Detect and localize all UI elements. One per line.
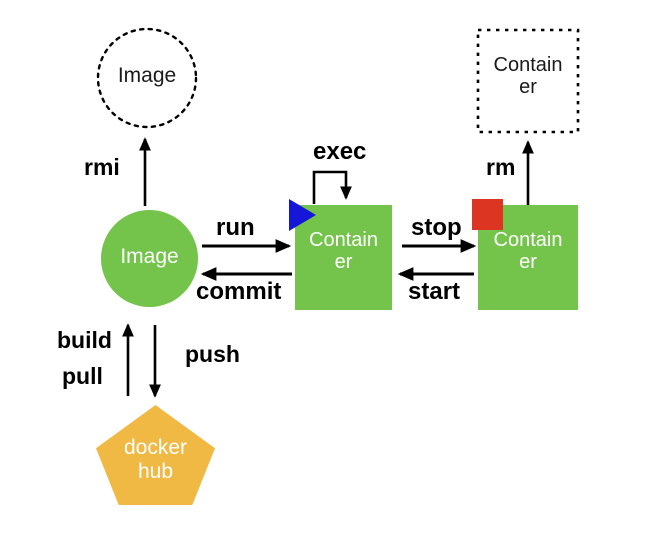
node-container-removed-shape <box>476 28 580 134</box>
node-container-stopped-label: Contain er <box>493 229 563 274</box>
edge-exec-path <box>312 170 352 204</box>
edge-label-rm: rm <box>486 154 516 180</box>
node-container-running-label: Contain er <box>309 229 378 274</box>
node-container-running-shape <box>295 205 392 310</box>
edge-label-stop: stop <box>411 214 462 241</box>
edge-label-pull: pull <box>62 363 103 389</box>
node-docker-hub-shape <box>96 405 215 505</box>
node-docker-hub-label: docker hub <box>123 436 188 483</box>
edge-label-run: run <box>216 214 255 241</box>
node-image-shape <box>101 210 198 307</box>
stop-square-icon <box>472 199 503 230</box>
edge-label-build: build <box>57 327 112 353</box>
node-image-label: Image <box>120 245 179 268</box>
edge-label-rmi: rmi <box>84 154 120 180</box>
edge-label-commit: commit <box>196 278 282 305</box>
edge-label-exec: exec <box>313 138 367 165</box>
node-container-removed-label: Contain er <box>493 54 563 99</box>
play-triangle-icon <box>289 199 316 231</box>
node-image-deleted-shape <box>96 27 198 129</box>
edge-label-start: start <box>408 278 461 305</box>
node-image-deleted-label: Image <box>117 64 177 87</box>
edge-label-push: push <box>185 341 240 367</box>
